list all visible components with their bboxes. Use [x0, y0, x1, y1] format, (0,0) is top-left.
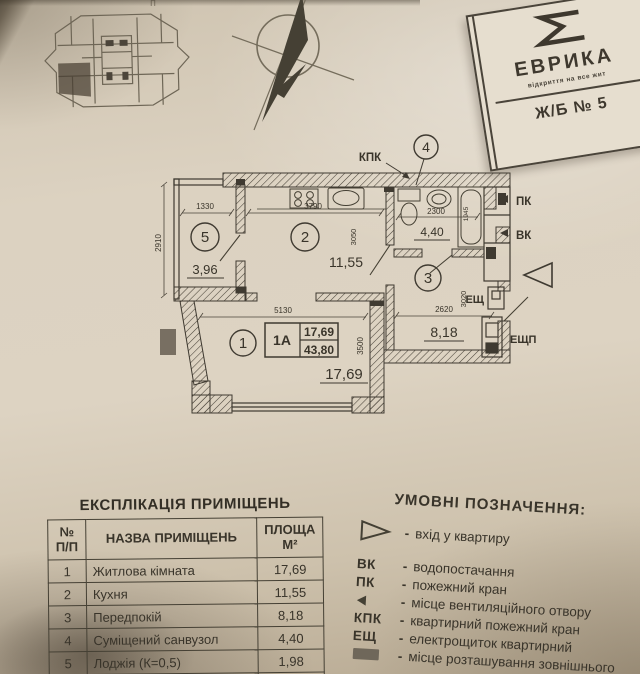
area-living: 17,69 — [325, 366, 363, 383]
floor-plan: ПК ВК КПК ЕЩ ЕЩП 1330 3790 2300 5130 — [154, 134, 553, 414]
logo-block: ЕВРИКА відкриття на все жит Ж/Б № 5 — [465, 0, 640, 172]
room-num-living: 1 — [239, 335, 247, 352]
dim-living-h: 3500 — [356, 337, 365, 355]
explication-table: № П/П НАЗВА ПРИМІЩЕНЬ ПЛОЩА М² 1 Житлова… — [47, 517, 325, 674]
ac-unit-swatch-icon — [352, 647, 380, 661]
dim-hall-h: 3020 — [459, 291, 468, 308]
legend-abbr: ЕЩ — [352, 627, 378, 645]
explication-section: ЕКСПЛІКАЦІЯ ПРИМІЩЕНЬ № П/П НАЗВА ПРИМІЩ… — [47, 495, 325, 674]
table-row: 2 Кухня 11,55 — [48, 580, 324, 606]
highlighted-apartment — [58, 62, 91, 97]
legend-item-text: пожежний кран — [411, 577, 508, 598]
dim-kitchen-w: 3790 — [304, 202, 322, 211]
entrance-triangle — [521, 261, 553, 289]
room-num-loggia: 5 — [201, 229, 209, 246]
apartment-info-box: 1А 17,69 43,80 — [264, 322, 339, 358]
dimension-texts: 1330 3790 2300 5130 2620 2910 3050 1945 … — [154, 202, 470, 355]
bottom-left-shadow — [0, 579, 230, 674]
legend-section: УМОВНІ ПОЗНАЧЕННЯ: - вхід у квартиру ВК … — [351, 489, 640, 674]
area-kitchen: 11,55 — [329, 254, 363, 270]
legend-abbr: ВК — [356, 556, 377, 573]
room-numbers: 5 2 3 1 4 — [201, 139, 432, 352]
room-num-bath: 4 — [422, 139, 430, 155]
dim-kitchen-h: 3050 — [349, 229, 358, 246]
table-row: 5 Лоджія (К=0,5) 1,98 — [49, 649, 325, 674]
col-header-name: НАЗВА ПРИМІЩЕНЬ — [85, 517, 258, 560]
label-pk: ПК — [516, 196, 532, 208]
paper-corner-shadow — [0, 0, 40, 120]
explication-title: ЕКСПЛІКАЦІЯ ПРИМІЩЕНЬ — [79, 494, 291, 515]
area-loggia: 3,96 — [192, 262, 217, 277]
legend-item-text: вхід у квартиру — [414, 525, 511, 547]
room-circles — [190, 134, 442, 357]
table-row: 1 Житлова кімната 17,69 — [48, 557, 324, 583]
area-hall: 8,18 — [430, 324, 457, 340]
electrical-boxes — [481, 286, 505, 358]
legend-abbr: ПК — [355, 574, 376, 591]
table-row: 4 Суміщений санвузол 4,40 — [48, 626, 325, 652]
label-eshp: ЕЩП — [510, 334, 537, 346]
table-row: 3 Передпокій 8,18 — [48, 603, 324, 629]
walls — [173, 172, 511, 414]
col-header-num: № П/П — [47, 519, 87, 560]
room-num-kitchen: 2 — [301, 229, 309, 246]
apartment-type: 1А — [273, 332, 291, 348]
vent-triangle-icon — [356, 594, 367, 606]
cut-text-fragment: п — [150, 0, 156, 9]
paper-top-edge — [0, 0, 420, 6]
door-leaves — [219, 234, 529, 322]
area-underlines — [187, 239, 464, 384]
legend-item: - вхід у квартиру — [358, 518, 640, 558]
entry-triangle-icon — [360, 519, 392, 541]
riser-arrows — [500, 195, 508, 237]
legend-title: УМОВНІ ПОЗНАЧЕННЯ: — [394, 491, 587, 519]
room-areas: 3,96 11,55 4,40 8,18 17,69 — [192, 225, 457, 383]
label-kpk: КПК — [359, 152, 382, 164]
room-num-hall: 3 — [424, 270, 432, 287]
north-arrow — [231, 0, 355, 131]
dim-living-w: 5130 — [274, 306, 292, 315]
evrika-sigma-icon — [532, 9, 585, 48]
apartment-total-area: 43,80 — [304, 343, 334, 357]
dim-loggia-h: 2910 — [154, 234, 163, 252]
building-key-plan — [44, 13, 190, 108]
col-header-area: ПЛОЩА М² — [256, 517, 324, 558]
label-vk: ВК — [516, 230, 532, 242]
dim-bath-h: 1945 — [463, 206, 470, 221]
label-esh: ЕЩ — [465, 294, 484, 306]
legend-abbr: КПК — [353, 609, 382, 627]
kitchen-fixtures — [257, 187, 386, 210]
ac-unit-marker — [160, 329, 176, 355]
dim-hall-w: 2620 — [435, 305, 453, 314]
legend-item-text: водопостачання — [412, 559, 515, 580]
dimension-lines — [160, 181, 495, 321]
area-bath: 4,40 — [420, 225, 444, 239]
apartment-living-area: 17,69 — [304, 325, 334, 339]
dim-bath-w: 2300 — [427, 207, 445, 216]
dim-loggia-w: 1330 — [196, 202, 214, 211]
